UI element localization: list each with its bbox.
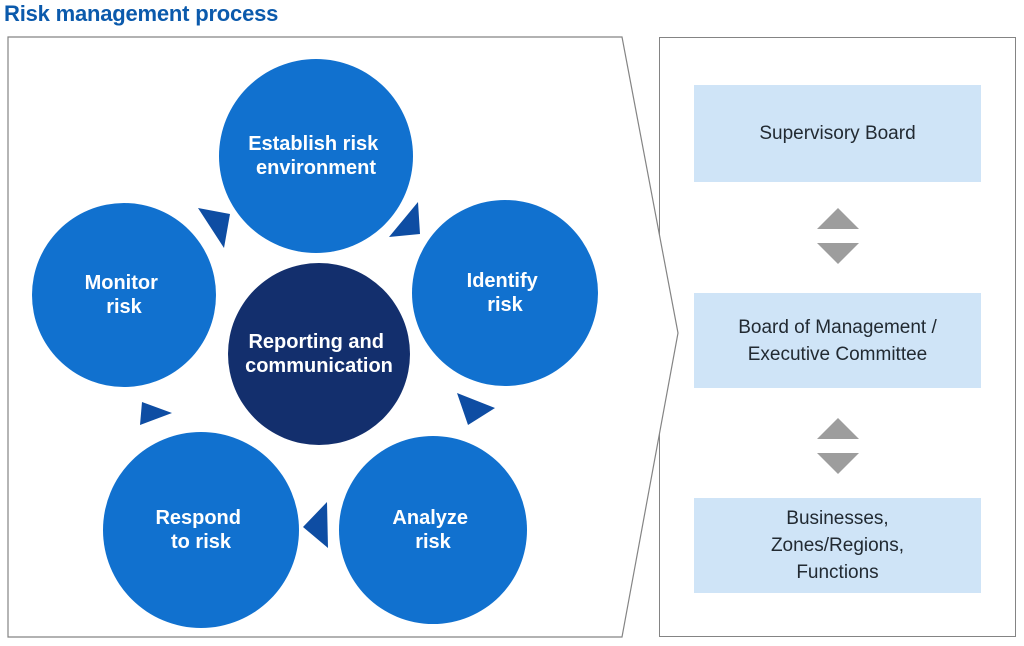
supervisory-board-box: Supervisory Board: [694, 85, 981, 182]
bidirectional-arrow-1: [660, 208, 1015, 264]
down-arrow-icon: [816, 453, 859, 474]
page-title: Risk management process: [4, 1, 279, 26]
supervisory-board-label: Supervisory Board: [759, 123, 916, 144]
circle-establish-risk-environment: [219, 59, 413, 253]
businesses-label-line1: Businesses,: [786, 508, 889, 529]
circle-identify-risk: [412, 200, 598, 386]
cycle-arrow-icon: [198, 208, 230, 248]
cycle-arrow-icon: [389, 202, 420, 237]
down-arrow-icon: [816, 243, 859, 264]
label-analyze-risk: Analyze risk: [392, 507, 473, 553]
label-monitor-risk: Monitor risk: [85, 272, 164, 318]
bidirectional-arrow-2: [660, 418, 1015, 474]
up-arrow-icon: [816, 418, 859, 439]
circle-monitor-risk: [32, 203, 216, 387]
board-of-management-box: Board of Management / Executive Committe…: [694, 293, 981, 388]
label-reporting-communication: Reporting and communication: [245, 331, 393, 377]
businesses-label-line3: Functions: [796, 562, 879, 583]
circle-reporting-communication: [228, 263, 410, 445]
cycle-arrow-icon: [140, 402, 172, 425]
board-of-management-label-line2: Executive Committee: [747, 343, 928, 365]
circle-analyze-risk: [339, 436, 527, 624]
cycle-arrow-icon: [457, 393, 495, 425]
circle-respond-to-risk: [103, 432, 299, 628]
board-of-management-label-line1: Board of Management /: [738, 316, 937, 338]
label-identify-risk: Identify risk: [467, 270, 544, 316]
businesses-label-line2: Zones/Regions,: [770, 535, 905, 556]
cycle-arrow-icon: [303, 502, 328, 548]
up-arrow-icon: [816, 208, 859, 229]
label-establish-risk-environment: Establish risk environment: [248, 133, 384, 179]
label-respond-to-risk: Respond to risk: [155, 507, 246, 553]
businesses-zones-functions-box: Businesses, Zones/Regions, Functions: [694, 498, 981, 593]
governance-panel: Supervisory Board Board of Management / …: [659, 37, 1016, 637]
